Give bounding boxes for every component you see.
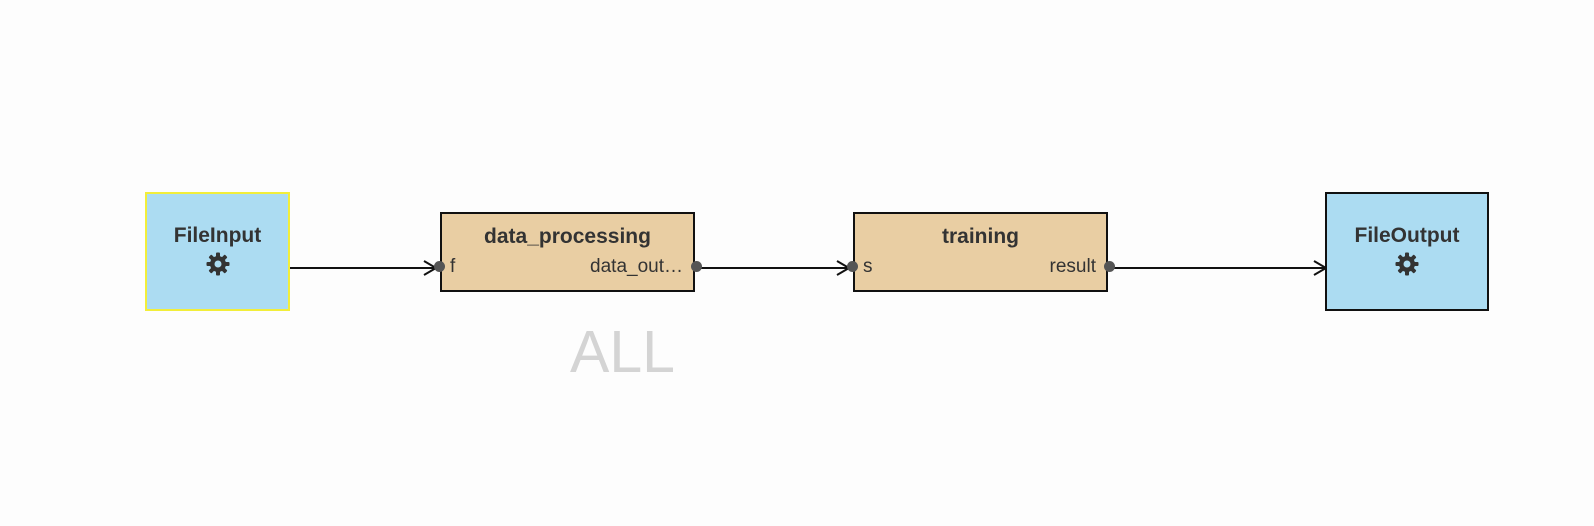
output-port-handle[interactable] [691, 261, 702, 272]
node-training[interactable]: training s result [853, 212, 1108, 292]
node-file-input[interactable]: FileInput [145, 192, 290, 311]
input-port-handle[interactable] [847, 261, 858, 272]
node-title: training [942, 225, 1019, 248]
group-label: ALL [570, 319, 675, 385]
node-title: FileInput [173, 224, 262, 247]
input-port-handle[interactable] [434, 261, 445, 272]
node-data-processing[interactable]: data_processing f data_out… [440, 212, 695, 292]
output-port-label: result [1049, 256, 1096, 277]
node-title: FileOutput [1354, 224, 1460, 247]
node-file-output[interactable]: FileOutput [1325, 192, 1489, 311]
gear-icon[interactable] [206, 252, 230, 276]
node-title: data_processing [484, 225, 651, 248]
edge-fileinput-to-data-processing[interactable] [290, 260, 438, 276]
output-port-label: data_out… [590, 256, 683, 277]
gear-icon[interactable] [1395, 252, 1419, 276]
edge-data-processing-to-training[interactable] [700, 260, 851, 276]
input-port-label: s [863, 256, 873, 277]
edge-training-to-fileoutput[interactable] [1113, 260, 1328, 276]
input-port-label: f [450, 256, 456, 277]
output-port-handle[interactable] [1104, 261, 1115, 272]
